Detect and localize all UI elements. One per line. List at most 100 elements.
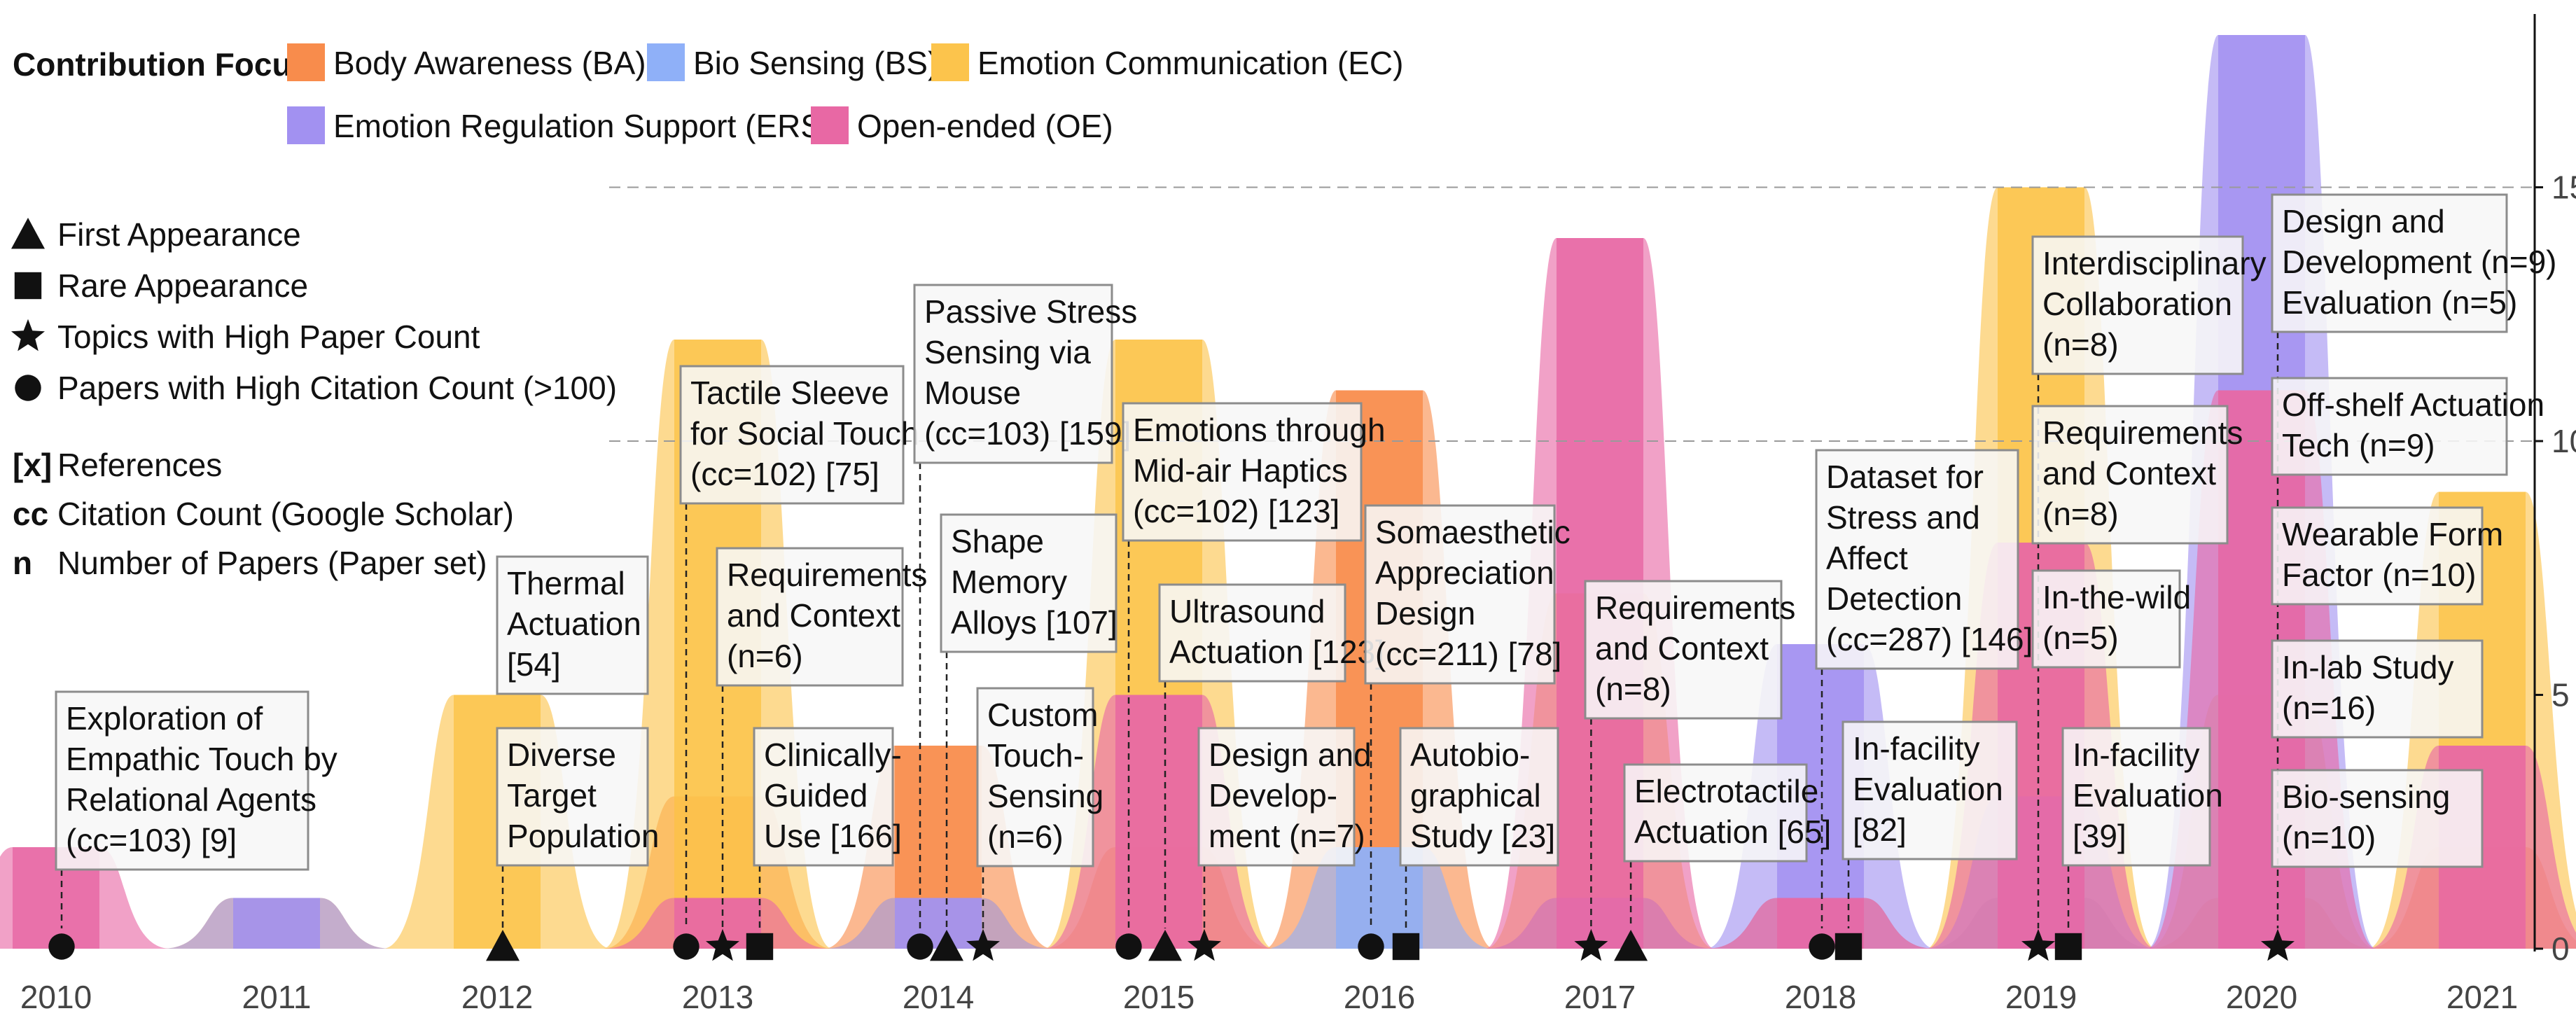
- legend-swatch: [647, 43, 685, 81]
- year-bar: [1115, 695, 1202, 949]
- notation-key: [x]: [13, 447, 52, 483]
- x-tick-label: 2010: [20, 979, 92, 1015]
- annotation-box: [1842, 720, 2018, 860]
- annotation-line: (n=8): [1595, 671, 1671, 707]
- annotation-box: [2271, 769, 2484, 868]
- annotation-line: (cc=211) [78]: [1375, 636, 1561, 672]
- annotation-box: [496, 555, 649, 695]
- marker-legend-label: First Appearance: [57, 216, 301, 253]
- annotation-line: Electrotactile: [1634, 773, 1818, 809]
- annotation-line: (cc=287) [146]: [1826, 621, 2033, 657]
- circle-marker: [673, 933, 699, 960]
- x-tick-label: 2016: [1344, 979, 1415, 1015]
- circle-marker: [48, 933, 75, 960]
- annotation-box: [716, 547, 904, 687]
- x-tick-label: 2018: [1785, 979, 1856, 1015]
- annotation-box: [940, 513, 1118, 653]
- annotation: In-the-wild(n=5): [2031, 569, 2191, 669]
- circle-marker: [15, 375, 41, 401]
- annotation-line: Study [23]: [1410, 818, 1555, 854]
- annotation-line: (n=16): [2282, 690, 2376, 726]
- y-tick-label: 10: [2551, 423, 2576, 459]
- annotation-box: [2271, 506, 2484, 606]
- x-tick-label: 2021: [2446, 979, 2518, 1015]
- annotation-line: In-the-wild: [2042, 579, 2191, 615]
- annotation-line: graphical: [1410, 777, 1541, 814]
- event-markers: [48, 928, 2295, 961]
- annotation-line: Actuation [65]: [1634, 814, 1831, 850]
- square-marker: [746, 933, 774, 961]
- notation-key: n: [13, 545, 32, 581]
- annotation-box: [2271, 193, 2508, 333]
- annotation-line: (cc=102) [123]: [1133, 493, 1339, 529]
- annotation-line: and Context: [727, 597, 900, 634]
- star-marker: [1188, 928, 1221, 961]
- square-marker: [1834, 933, 1863, 961]
- annotation-box: [976, 687, 1094, 867]
- notation-key: cc: [13, 496, 48, 532]
- annotation-box: [2271, 377, 2508, 476]
- marker-legend-item: Topics with High Paper Count: [11, 319, 480, 355]
- annotation-line: Ultrasound: [1169, 593, 1325, 629]
- annotation-line: Sensing: [987, 778, 1103, 814]
- annotation-line: Affect: [1826, 540, 1908, 576]
- annotation-line: (n=6): [987, 818, 1064, 855]
- x-tick-label: 2020: [2226, 979, 2297, 1015]
- annotation-line: Detection: [1826, 580, 1962, 617]
- triangle-marker: [930, 930, 963, 961]
- legend-label: Emotion Regulation Support (ERS): [333, 108, 833, 144]
- marker-legend-item: Papers with High Citation Count (>100): [15, 370, 617, 406]
- annotation-box: [2031, 405, 2229, 545]
- annotation-line: Tactile Sleeve: [690, 375, 889, 411]
- annotation-box: [55, 690, 309, 871]
- star-marker: [1574, 928, 1608, 961]
- annotation-line: Development (n=9): [2282, 244, 2556, 280]
- star-marker: [2021, 928, 2055, 961]
- annotation-line: Wearable Form: [2282, 516, 2503, 552]
- axes: 0510152010201120122013201420152016201720…: [20, 14, 2576, 1015]
- annotation-line: (cc=103) [159]: [924, 415, 1131, 452]
- annotation-line: Appreciation: [1375, 555, 1554, 591]
- triangle-marker: [1148, 930, 1182, 961]
- annotation-line: Alloys [107]: [951, 604, 1118, 641]
- annotation-line: Diverse: [507, 737, 616, 773]
- annotation-line: (n=8): [2042, 326, 2119, 363]
- annotation-line: Passive Stress: [924, 293, 1137, 330]
- annotation-box: [1364, 504, 1556, 685]
- circle-marker: [1358, 933, 1384, 960]
- legend-swatch: [811, 106, 849, 144]
- legend-item: Emotion Regulation Support (ERS): [287, 106, 833, 144]
- notation-label: Citation Count (Google Scholar): [57, 496, 514, 532]
- annotation-line: Touch-: [987, 737, 1084, 774]
- legend-item: Open-ended (OE): [811, 106, 1113, 144]
- annotation-line: Evaluation: [2073, 777, 2223, 814]
- x-tick-label: 2014: [903, 979, 974, 1015]
- annotation-line: Custom: [987, 697, 1098, 733]
- annotation-line: Design: [1375, 595, 1475, 632]
- x-tick-label: 2019: [2005, 979, 2077, 1015]
- star-marker: [2261, 928, 2295, 961]
- annotation-line: (n=6): [727, 638, 803, 674]
- y-tick-label: 0: [2551, 930, 2570, 967]
- square-marker: [2054, 933, 2082, 961]
- legend-item: Body Awareness (BA): [287, 43, 646, 81]
- annotation-line: Evaluation: [1853, 771, 2003, 807]
- circle-marker: [907, 933, 933, 960]
- annotation-line: Thermal: [507, 565, 625, 601]
- annotation-box: [1815, 449, 2019, 670]
- annotation-line: Emotions through: [1133, 412, 1386, 448]
